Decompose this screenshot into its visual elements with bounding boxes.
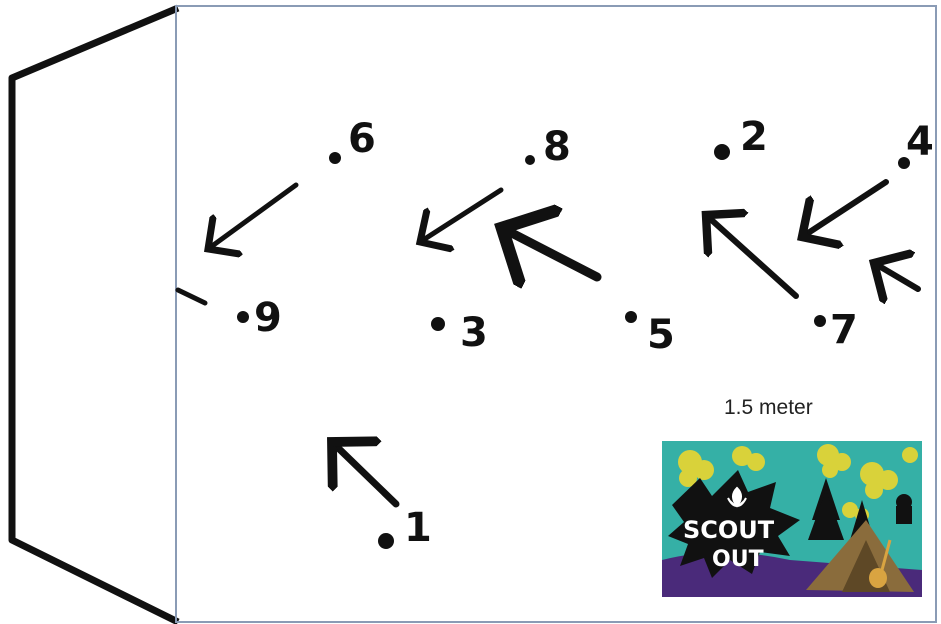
label-3: 3 bbox=[460, 310, 488, 356]
dot-8 bbox=[525, 155, 535, 165]
arrow-1 bbox=[332, 442, 396, 504]
wall-outline bbox=[12, 8, 178, 622]
label-7: 7 bbox=[830, 307, 858, 353]
dot-3 bbox=[431, 317, 445, 331]
dot-5 bbox=[625, 311, 637, 323]
arrow-8 bbox=[420, 190, 501, 242]
scout-out-logo: SCOUT OUT bbox=[662, 441, 922, 597]
label-5: 5 bbox=[647, 312, 675, 358]
label-1: 1 bbox=[404, 505, 432, 551]
logo-line-1: SCOUT bbox=[683, 516, 775, 544]
arrow-edge bbox=[874, 263, 918, 289]
arrow-9-stub bbox=[178, 290, 205, 303]
dot-1 bbox=[378, 533, 394, 549]
dot-6 bbox=[329, 152, 341, 164]
label-8: 8 bbox=[543, 124, 571, 170]
label-4: 4 bbox=[906, 119, 934, 165]
logo-line-2: OUT bbox=[712, 547, 764, 572]
arrow-7 bbox=[706, 215, 796, 296]
label-6: 6 bbox=[348, 116, 376, 162]
arrow-6 bbox=[208, 185, 296, 249]
scale-label: 1.5 meter bbox=[724, 396, 813, 419]
label-9: 9 bbox=[254, 295, 282, 341]
dot-7 bbox=[814, 315, 826, 327]
dot-2 bbox=[714, 144, 730, 160]
arrow-5 bbox=[502, 228, 597, 277]
label-2: 2 bbox=[740, 114, 768, 160]
dot-9 bbox=[237, 311, 249, 323]
arrow-4 bbox=[802, 182, 886, 237]
